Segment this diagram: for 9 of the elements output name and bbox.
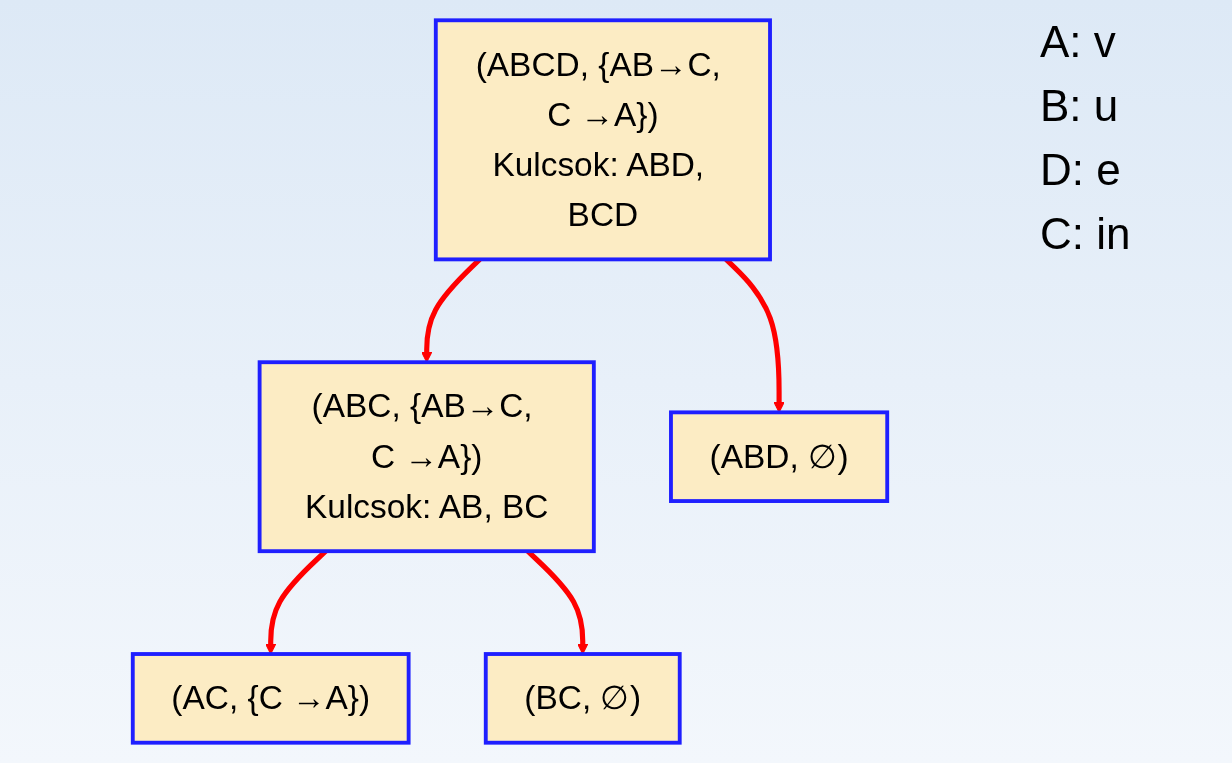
node-box: (ABD, ∅) [669, 410, 890, 503]
node-box: (AC, {C →A}) [130, 652, 411, 745]
note-text: C: in [1040, 208, 1131, 260]
node-box: (ABC, {AB→C, C →A}) Kulcsok: AB, BC [257, 360, 596, 554]
note-text: D: e [1040, 144, 1122, 196]
node-box: (ABCD, {AB→C, C →A}) Kulcsok: ABD, BCD [433, 18, 772, 262]
note-text: A: v [1040, 16, 1117, 68]
note-text: B: u [1040, 80, 1120, 132]
node-box: (BC, ∅) [483, 652, 682, 745]
